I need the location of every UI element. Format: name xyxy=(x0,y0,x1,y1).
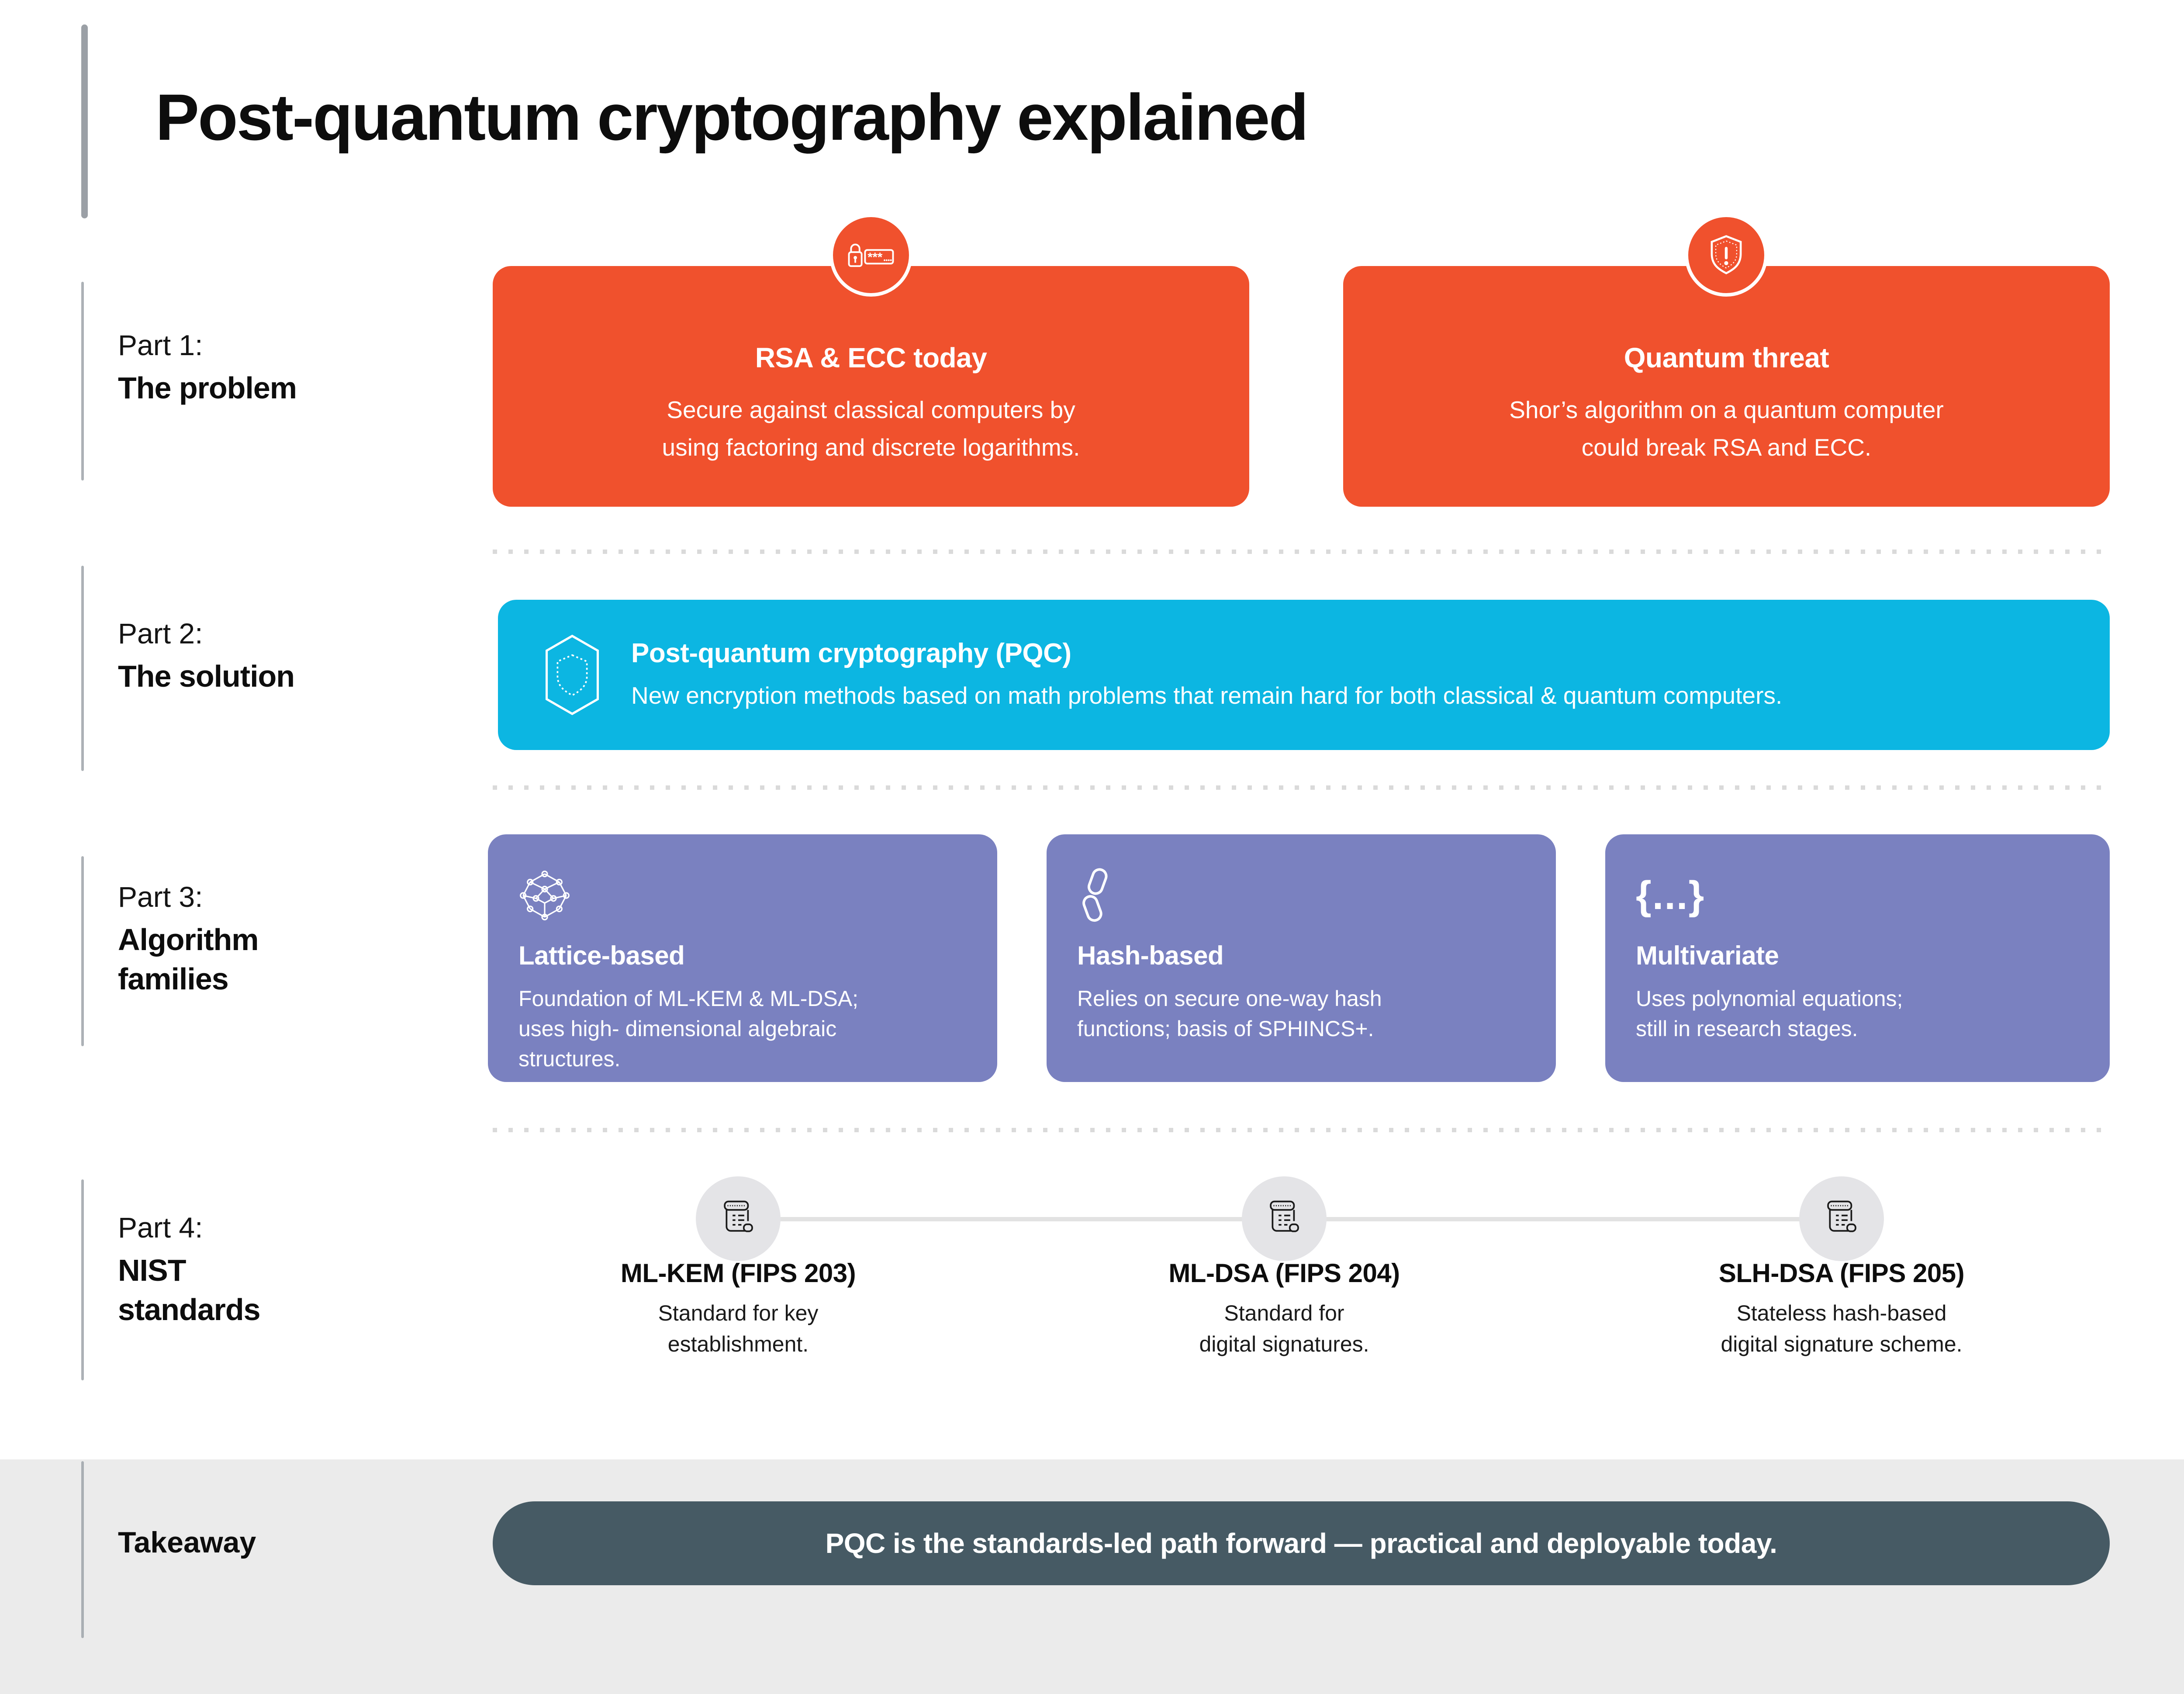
takeaway-pill: PQC is the standards-led path forward — … xyxy=(493,1501,2110,1585)
quantum-threat-card-title: Quantum threat xyxy=(1624,342,1829,374)
pqc-card-text: Post-quantum cryptography (PQC) New encr… xyxy=(631,638,1782,712)
part2-accent-line xyxy=(81,566,84,771)
part4-accent-line xyxy=(81,1179,84,1380)
takeaway-accent-line xyxy=(81,1461,84,1638)
multivariate-card: {...} Multivariate Uses polynomial equat… xyxy=(1605,834,2110,1082)
svg-text:***: *** xyxy=(867,251,883,265)
multivariate-card-body: Uses polynomial equations; still in rese… xyxy=(1636,986,1903,1041)
part2-label-prefix: Part 2: xyxy=(118,617,203,650)
part1-label: Part 1: The problem xyxy=(118,328,397,408)
dotted-separator xyxy=(493,550,2110,554)
shield-alert-icon xyxy=(1706,233,1746,277)
part3-label-prefix: Part 3: xyxy=(118,881,203,913)
chain-link-icon xyxy=(1077,867,1525,924)
rsa-ecc-card-body: Secure against classical computers by us… xyxy=(662,396,1080,461)
password-lock-icon: *** xyxy=(845,241,897,270)
scroll-icon xyxy=(1821,1198,1863,1240)
fips205-circle xyxy=(1799,1176,1884,1261)
part4-label-title: NIST standards xyxy=(118,1253,261,1327)
shield-alert-badge xyxy=(1685,214,1768,297)
part1-label-title: The problem xyxy=(118,371,297,405)
multivariate-card-title: Multivariate xyxy=(1636,941,1779,970)
part1-label-prefix: Part 1: xyxy=(118,329,203,361)
rsa-ecc-card-title: RSA & ECC today xyxy=(755,342,987,374)
braces-glyph: {...} xyxy=(1636,873,1705,918)
lattice-card-title: Lattice-based xyxy=(518,941,685,970)
hash-card-title: Hash-based xyxy=(1077,941,1224,970)
part1-accent-line xyxy=(81,282,84,481)
pqc-card-title: Post-quantum cryptography (PQC) xyxy=(631,638,1071,669)
part4-label: Part 4: NIST standards xyxy=(118,1211,397,1329)
part3-accent-line xyxy=(81,856,84,1046)
scroll-icon xyxy=(1263,1198,1305,1240)
quantum-threat-card-body: Shor’s algorithm on a quantum computer c… xyxy=(1509,396,1944,461)
fips204-body: Standard for digital signatures. xyxy=(1199,1301,1369,1356)
hash-card: Hash-based Relies on secure one-way hash… xyxy=(1047,834,1556,1082)
fips203-item: ML-KEM (FIPS 203) Standard for key estab… xyxy=(498,1258,978,1360)
part4-label-prefix: Part 4: xyxy=(118,1211,203,1244)
pqc-solution-card: Post-quantum cryptography (PQC) New encr… xyxy=(498,600,2110,750)
fips204-title: ML-DSA (FIPS 204) xyxy=(1168,1258,1400,1288)
part3-label: Part 3: Algorithm families xyxy=(118,880,397,999)
dotted-separator xyxy=(493,1128,2110,1132)
scroll-icon xyxy=(717,1198,759,1240)
fips204-circle xyxy=(1242,1176,1327,1261)
braces-icon: {...} xyxy=(1636,867,2079,924)
fips205-item: SLH-DSA (FIPS 205) Stateless hash-based … xyxy=(1601,1258,2082,1360)
lattice-card: Lattice-based Foundation of ML-KEM & ML-… xyxy=(488,834,997,1082)
fips203-circle xyxy=(696,1176,781,1261)
lattice-card-body: Foundation of ML-KEM & ML-DSA; uses high… xyxy=(518,986,859,1071)
fips203-title: ML-KEM (FIPS 203) xyxy=(620,1258,856,1288)
fips205-body: Stateless hash-based digital signature s… xyxy=(1721,1301,1963,1356)
fips205-title: SLH-DSA (FIPS 205) xyxy=(1718,1258,1965,1288)
page-title: Post-quantum cryptography explained xyxy=(156,80,1309,154)
hash-card-body: Relies on secure one-way hash functions;… xyxy=(1077,986,1382,1041)
rsa-ecc-card: RSA & ECC today Secure against classical… xyxy=(493,266,1249,507)
quantum-threat-card: Quantum threat Shor’s algorithm on a qua… xyxy=(1343,266,2110,507)
password-lock-badge: *** xyxy=(829,214,912,297)
title-accent-bar xyxy=(81,24,88,218)
pqc-card-body: New encryption methods based on math pro… xyxy=(631,682,1783,709)
takeaway-label: Takeaway xyxy=(118,1526,256,1559)
dotted-separator xyxy=(493,785,2110,790)
fips204-item: ML-DSA (FIPS 204) Standard for digital s… xyxy=(1044,1258,1524,1360)
part2-label-title: The solution xyxy=(118,659,295,693)
fips203-body: Standard for key establishment. xyxy=(658,1301,819,1356)
hex-shield-icon xyxy=(539,633,605,716)
lattice-icon xyxy=(518,867,967,924)
part3-label-title: Algorithm families xyxy=(118,923,259,996)
part2-label: Part 2: The solution xyxy=(118,617,397,696)
takeaway-text: PQC is the standards-led path forward — … xyxy=(825,1528,1777,1559)
